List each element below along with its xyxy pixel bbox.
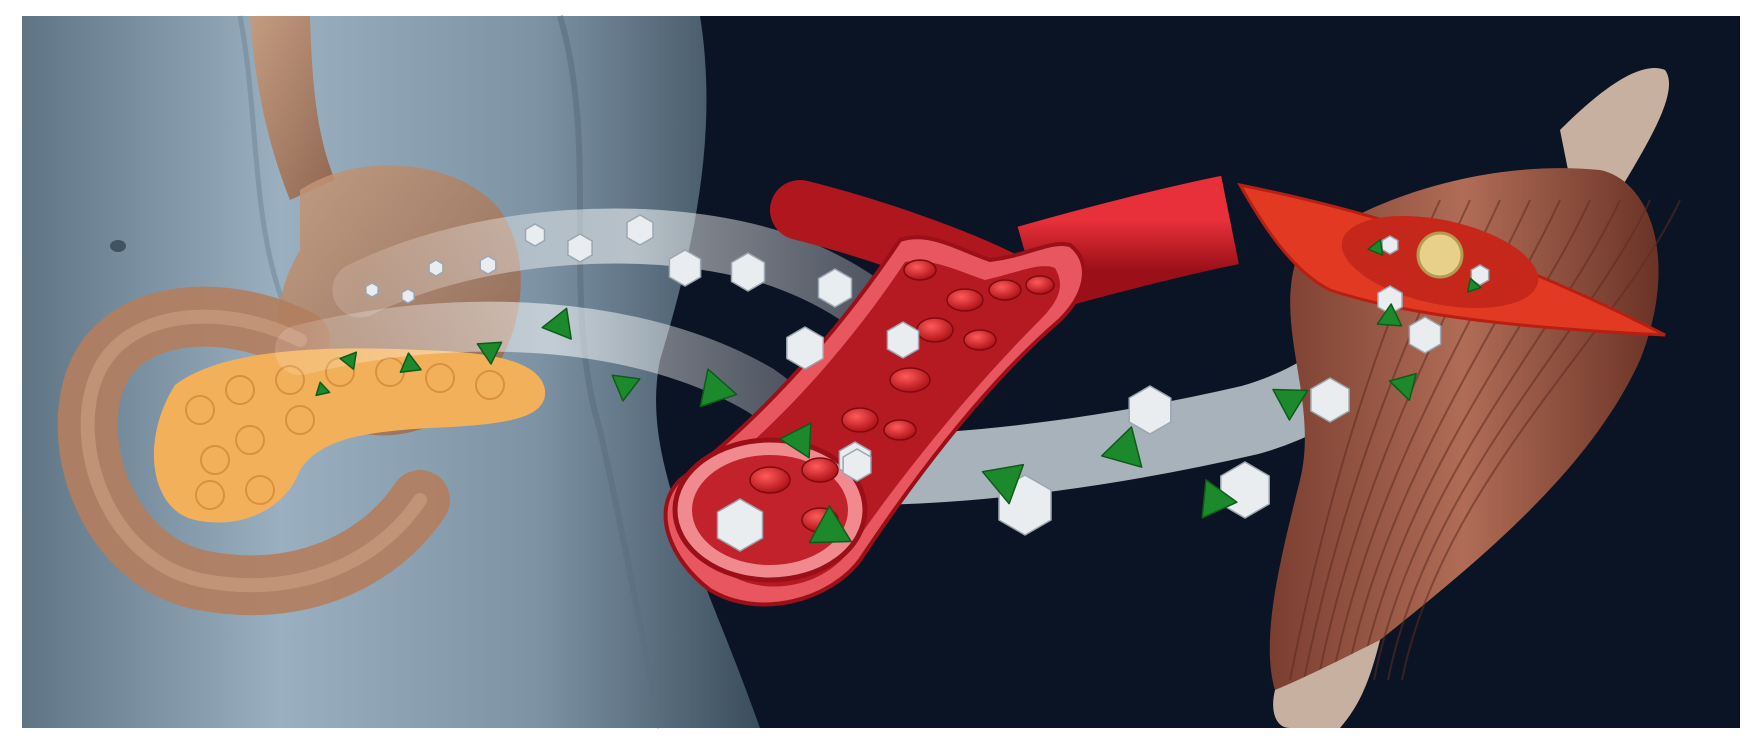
red-blood-cell [802,458,838,482]
red-blood-cell [904,260,936,280]
red-blood-cell [750,467,790,493]
red-blood-cell [884,420,916,440]
glucose-particle-hexagon-icon [402,289,414,303]
glucose-particle-hexagon-icon [429,260,443,276]
red-blood-cell [917,318,953,342]
red-blood-cell [890,368,930,392]
glucose-particle-hexagon-icon [627,215,653,245]
glucose-particle-hexagon-icon [568,234,592,262]
glucose-particle-hexagon-icon [843,449,871,481]
red-blood-cell [842,408,878,432]
red-blood-cell [989,280,1021,300]
glucose-particle-hexagon-icon [480,256,496,274]
muscle-cell-nucleus [1418,233,1462,277]
glucose-particle-hexagon-icon [526,224,545,246]
red-blood-cell [964,330,996,350]
red-blood-cell [1026,276,1054,294]
navel [110,240,126,252]
glucose-particle-hexagon-icon [1382,236,1398,254]
glucose-particle-hexagon-icon [366,283,378,297]
red-blood-cell [947,289,983,311]
